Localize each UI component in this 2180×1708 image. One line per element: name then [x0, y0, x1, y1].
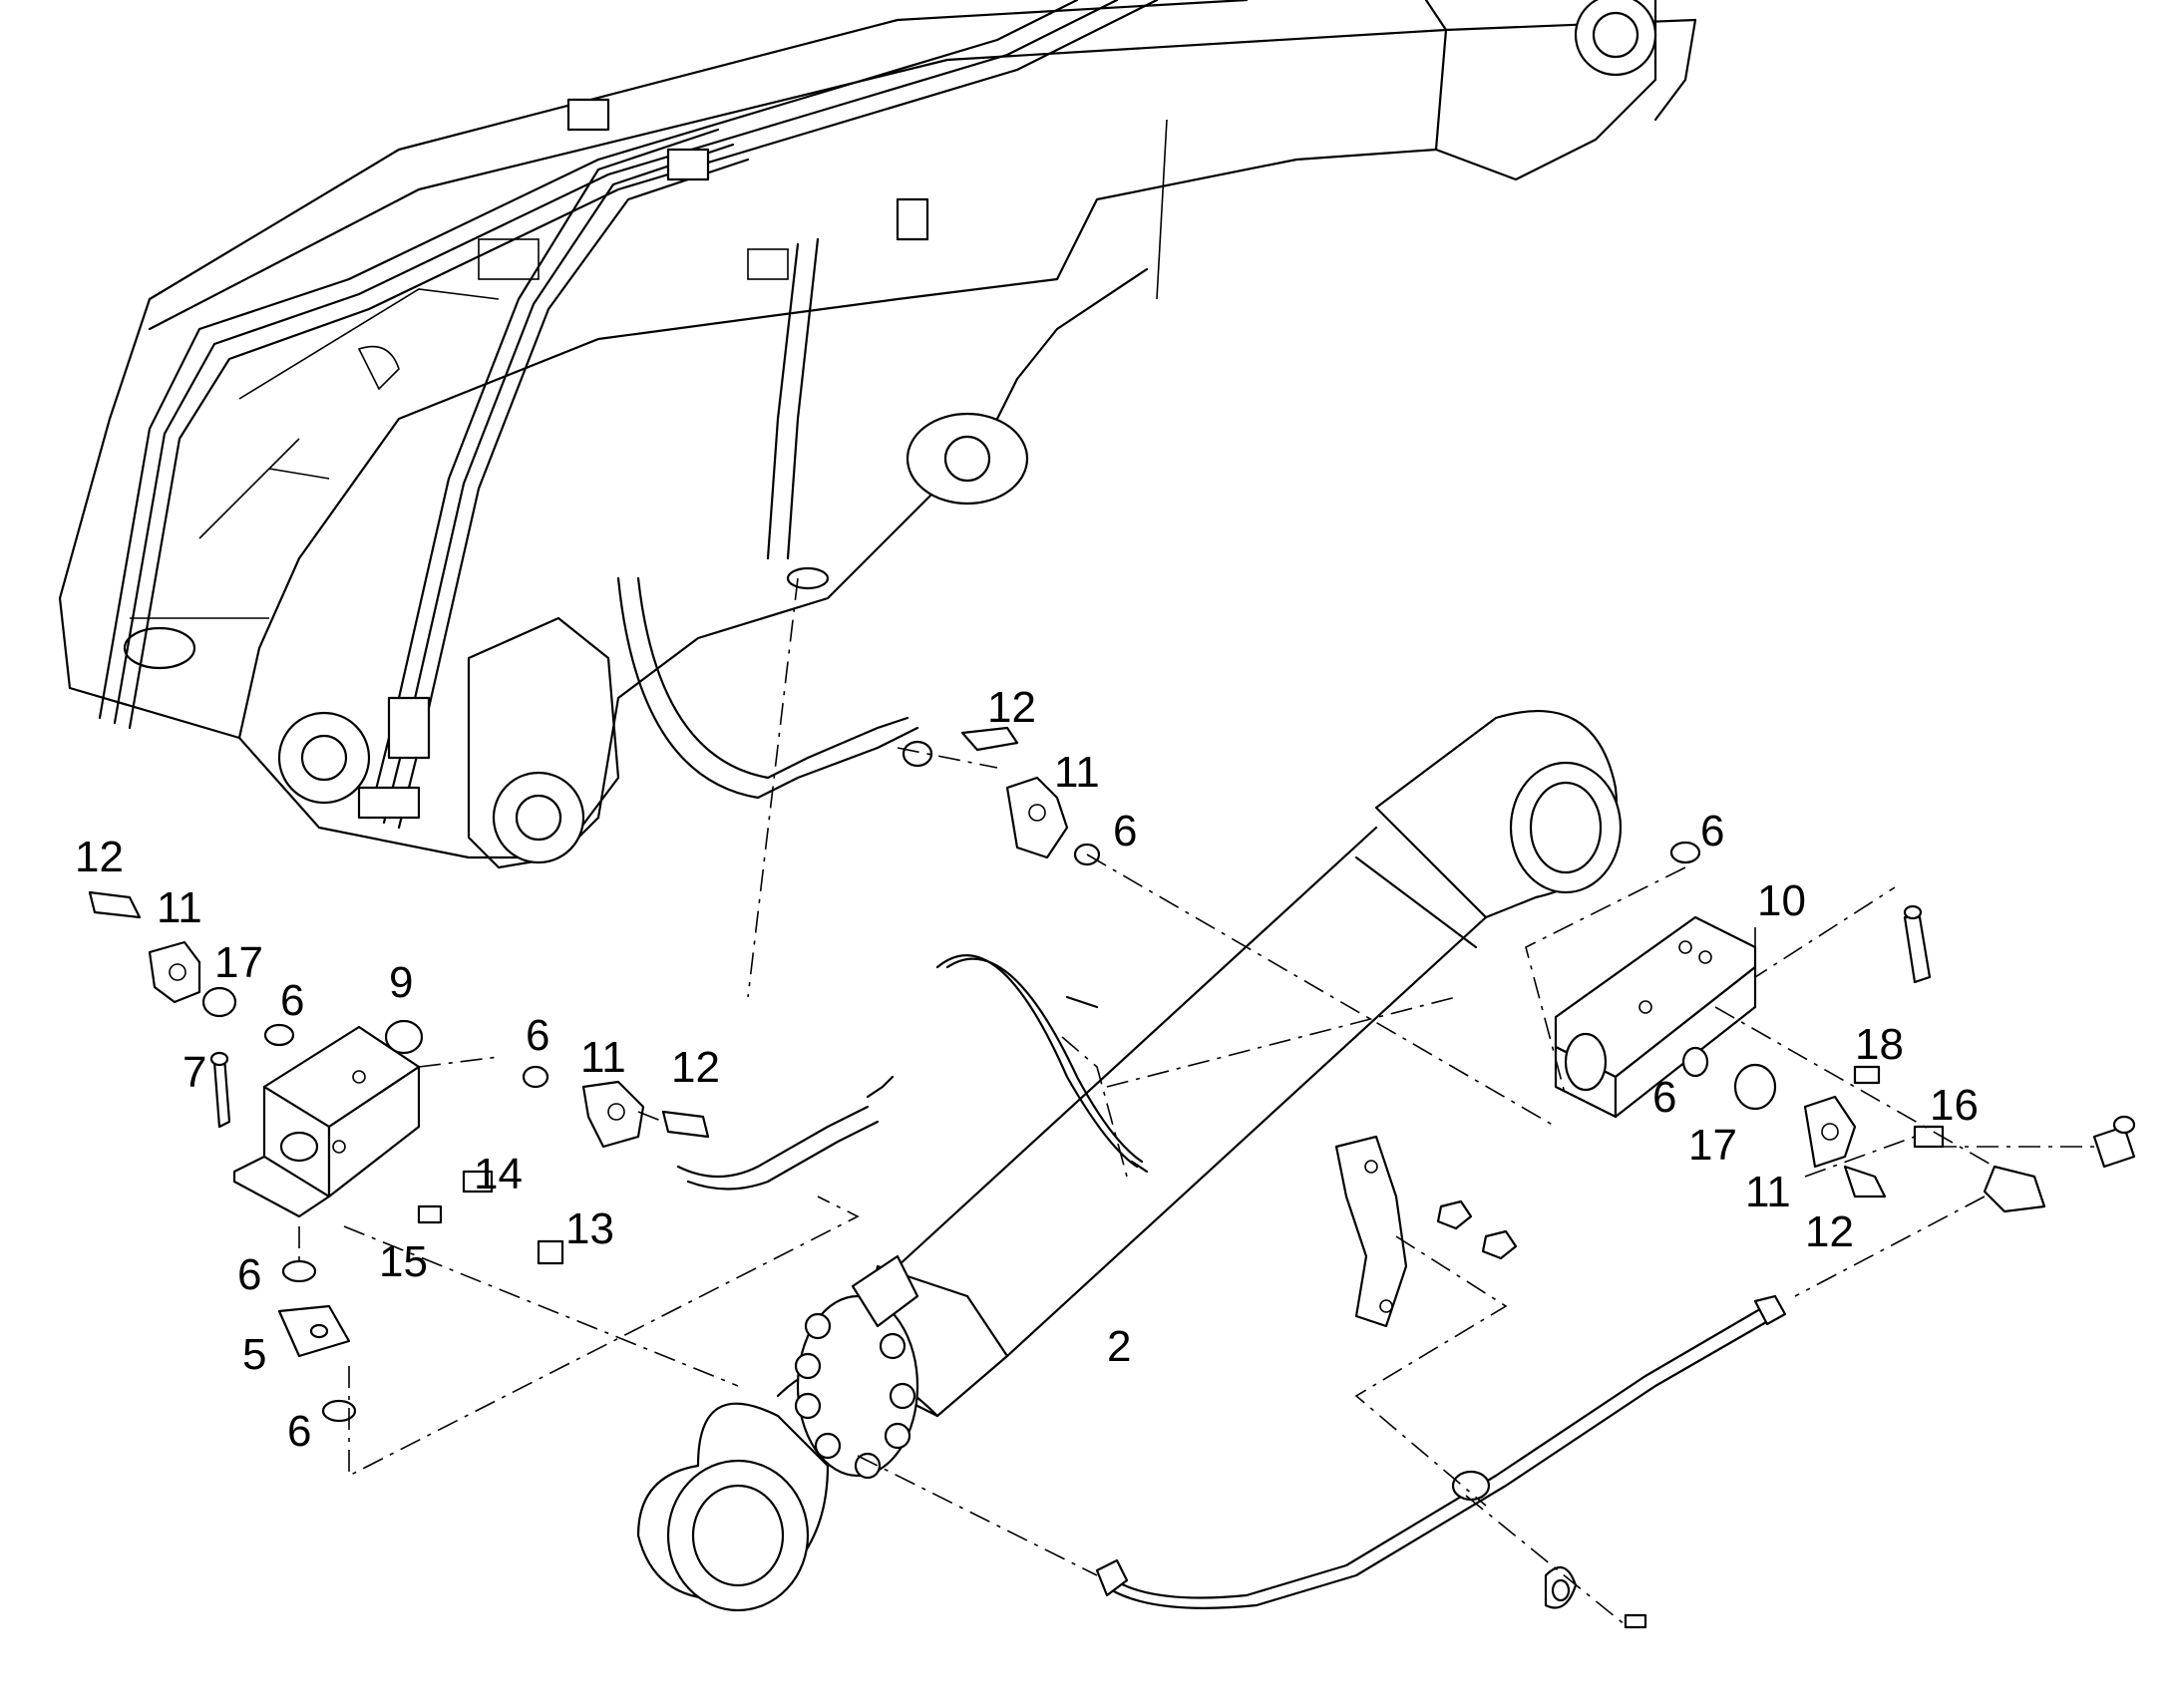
callout-2: 2: [1107, 1322, 1131, 1371]
upper-hose: [616, 237, 933, 800]
callout-14: 14: [474, 1150, 523, 1198]
right-fittings: [1681, 1046, 2136, 1213]
callout-12: 12: [1805, 1207, 1854, 1256]
callout-numbers: 12 11 6 6 10 18 16 6 17 11 12 12 11 17 6…: [75, 683, 1979, 1456]
hydraulic-cylinder: [636, 710, 1623, 1612]
callout-6: 6: [237, 1250, 261, 1299]
assembly-lines: [298, 577, 2094, 1626]
callout-17: 17: [214, 938, 263, 987]
callout-11: 11: [1745, 1168, 1791, 1216]
callout-16: 16: [1930, 1081, 1979, 1130]
callout-12: 12: [75, 833, 124, 881]
callout-18: 18: [1855, 1020, 1904, 1069]
callout-6: 6: [1700, 807, 1724, 855]
valve-block-9: [209, 1019, 424, 1218]
callout-11: 11: [1054, 748, 1100, 797]
callout-11: 11: [580, 1033, 626, 1082]
callout-9: 9: [389, 958, 413, 1007]
lower-hose-right: [1095, 1294, 1787, 1629]
callout-17: 17: [1688, 1121, 1737, 1170]
left-fittings: [88, 890, 710, 1423]
callout-10: 10: [1757, 876, 1806, 925]
callout-12: 12: [671, 1043, 720, 1092]
small-bent-hose: [935, 954, 1149, 1174]
callout-7: 7: [182, 1048, 206, 1097]
center-bracket: [1334, 1135, 1518, 1328]
callout-11: 11: [157, 883, 202, 932]
callout-12: 12: [987, 683, 1036, 732]
callout-6: 6: [1113, 807, 1137, 855]
callout-6: 6: [1652, 1073, 1676, 1122]
lower-hose-left: [676, 1075, 895, 1191]
callout-6: 6: [280, 976, 304, 1025]
callout-6: 6: [526, 1011, 549, 1060]
flange-bolts: [794, 1312, 916, 1480]
callout-15: 15: [379, 1237, 428, 1286]
callout-5: 5: [242, 1330, 266, 1379]
callout-6: 6: [287, 1407, 311, 1456]
boom-hydraulic-tubes: [98, 0, 1159, 830]
upper-flange-set: [960, 726, 1101, 866]
valve-block-10: [1554, 841, 1932, 1119]
boom-arm: [58, 0, 1697, 869]
callout-13: 13: [565, 1204, 614, 1253]
